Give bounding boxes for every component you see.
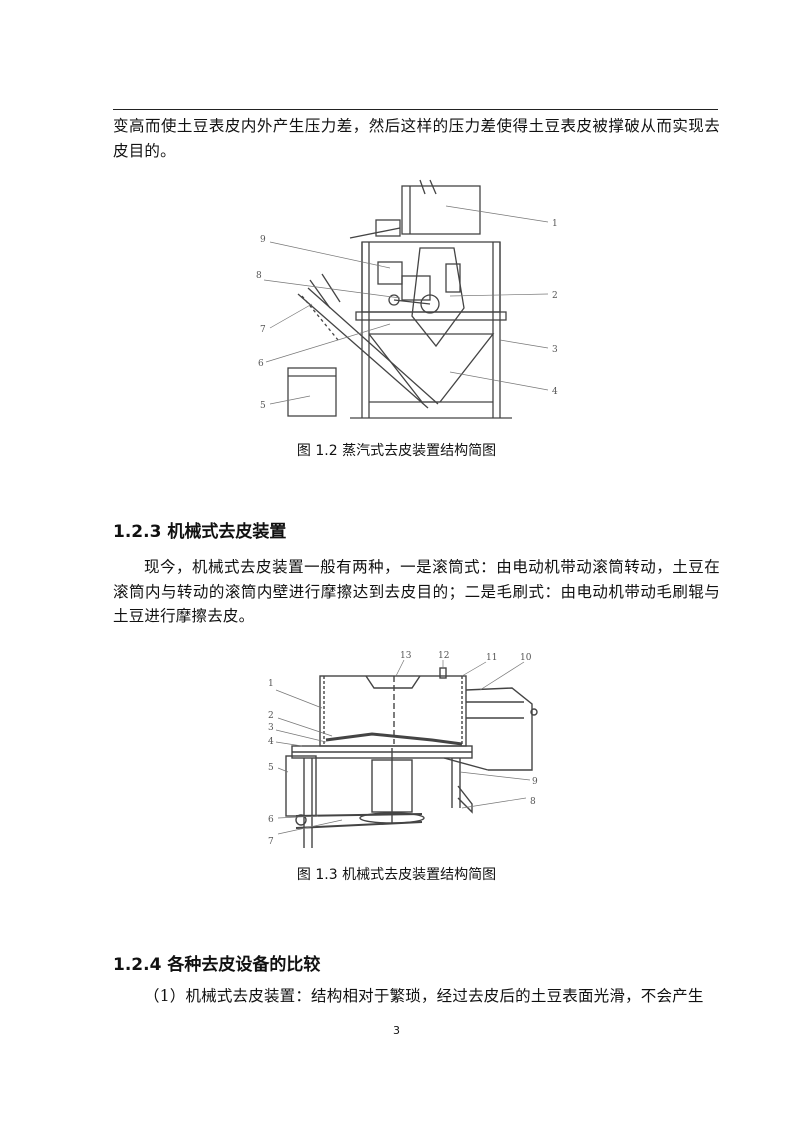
figure-1-3-label-4: 4: [268, 737, 274, 747]
figure-1-2-label-8: 8: [256, 271, 262, 281]
figure-1-2-label-3: 3: [552, 345, 558, 355]
figure-1-3-label-2: 2: [268, 711, 274, 721]
figure-1-3-mechanical-peeler-diagram: 1 2 3 4 5 6 7 8 9 10 11 12 13: [262, 648, 554, 850]
figure-1-2-label-6: 6: [258, 359, 264, 369]
figure-1-3-label-3: 3: [268, 723, 274, 733]
figure-1-3-label-1: 1: [268, 679, 274, 689]
figure-1-2-label-5: 5: [260, 401, 266, 411]
figure-1-3-label-11: 11: [486, 653, 497, 663]
section-heading-1-2-4: 1.2.4 各种去皮设备的比较: [113, 955, 321, 975]
figure-1-2-steam-peeler-diagram: 9 8 7 6 5 1 2 3 4: [250, 176, 570, 424]
figure-1-3-label-8: 8: [530, 797, 536, 807]
page-number: 3: [393, 1024, 400, 1037]
figure-1-2-label-1: 1: [552, 219, 558, 229]
figure-1-3-label-12: 12: [438, 651, 449, 661]
figure-1-2-caption: 图 1.2 蒸汽式去皮装置结构简图: [296, 443, 497, 459]
figure-1-2-label-9: 9: [260, 235, 266, 245]
paragraph-continued: 变高而使土豆表皮内外产生压力差，然后这样的压力差使得土豆表皮被撑破从而实现去皮目…: [113, 117, 720, 160]
figure-1-3-label-9: 9: [532, 777, 538, 787]
figure-1-3-label-10: 10: [520, 653, 532, 663]
header-rule: [113, 109, 718, 110]
figure-1-3-label-6: 6: [268, 815, 274, 825]
paragraph-comparison: （1）机械式去皮装置：结构相对于繁琐，经过去皮后的土豆表面光滑，不会产生: [144, 987, 704, 1005]
figure-1-2-label-4: 4: [552, 387, 558, 397]
figure-1-2-label-7: 7: [260, 325, 266, 335]
paragraph-mechanical-peeler: 现今，机械式去皮装置一般有两种，一是滚筒式：由电动机带动滚筒转动，土豆在滚筒内与…: [113, 558, 720, 625]
figure-1-3-label-5: 5: [268, 763, 274, 773]
figure-1-3-label-13: 13: [400, 651, 412, 661]
section-heading-1-2-3: 1.2.3 机械式去皮装置: [113, 522, 287, 542]
figure-1-3-label-7: 7: [268, 837, 274, 847]
figure-1-2-label-2: 2: [552, 291, 558, 301]
figure-1-3-caption: 图 1.3 机械式去皮装置结构简图: [296, 867, 497, 883]
